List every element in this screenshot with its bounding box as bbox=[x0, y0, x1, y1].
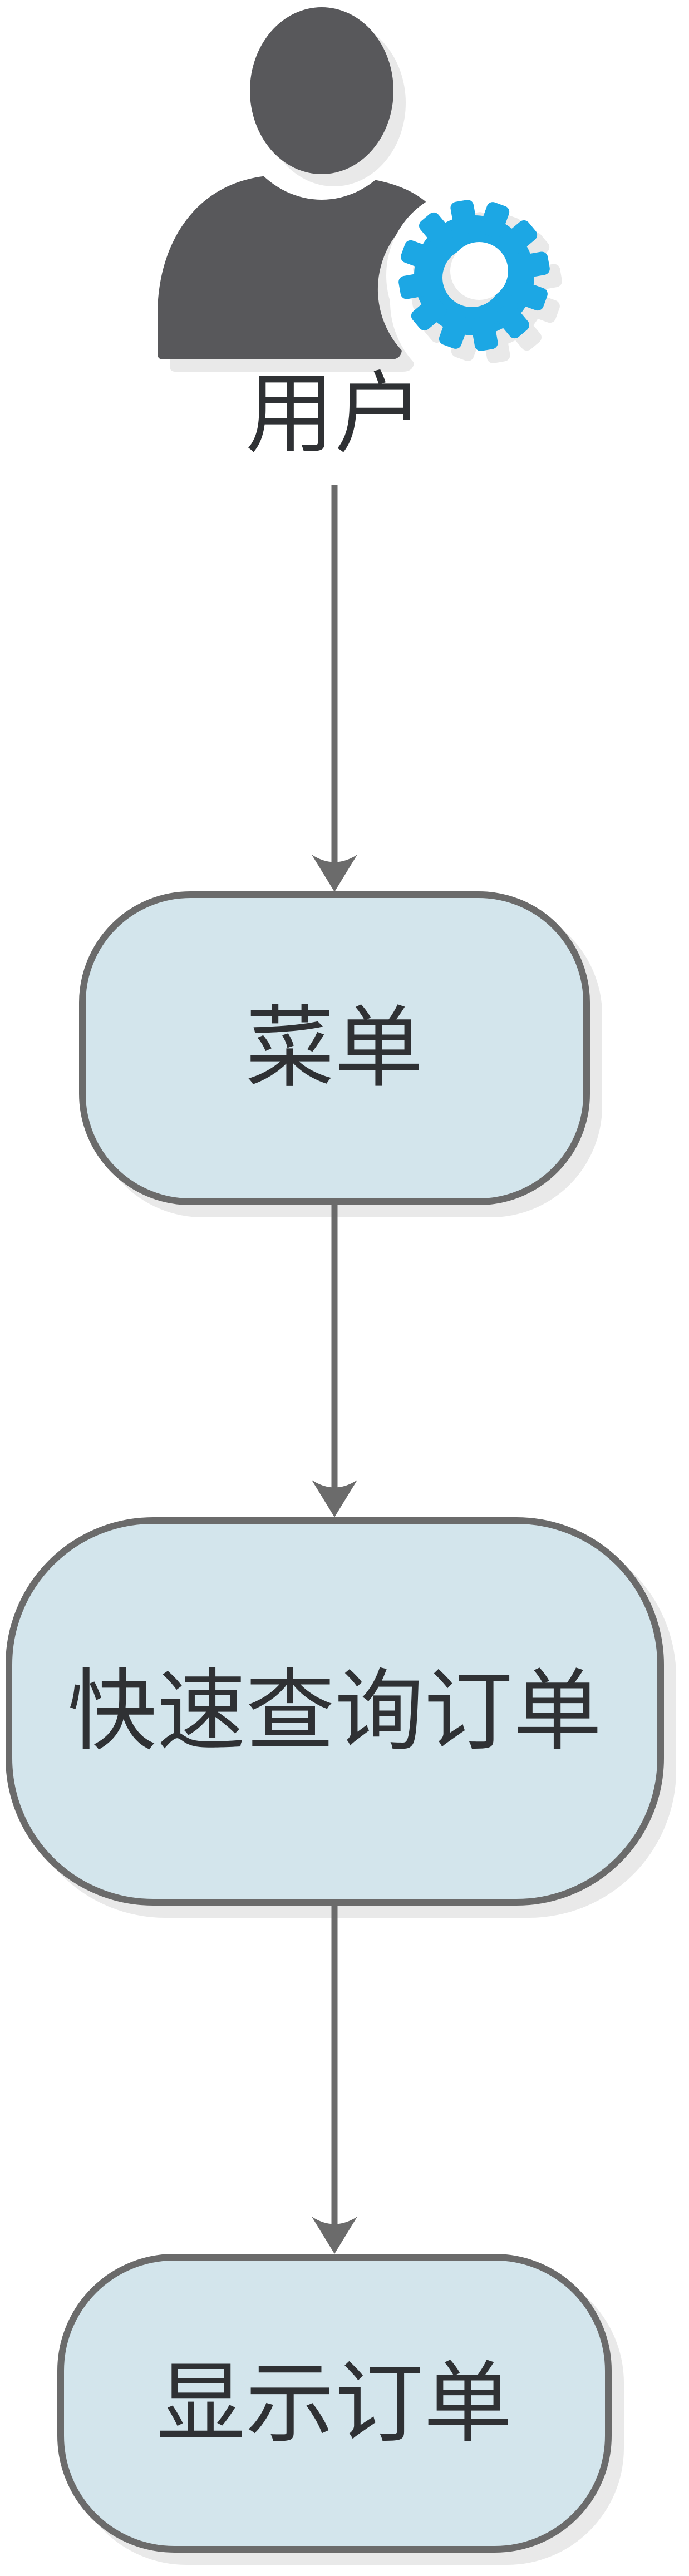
arrow-shaft bbox=[331, 1906, 338, 2234]
node-quick-query-order: 快速查询订单 bbox=[6, 1517, 664, 1906]
arrow-shaft bbox=[331, 485, 338, 872]
node-menu: 菜单 bbox=[79, 891, 590, 1205]
arrowhead-down-icon bbox=[312, 1480, 357, 1517]
node-display-order: 显示订单 bbox=[57, 2254, 612, 2553]
arrow-menu-to-quick-query bbox=[312, 1205, 357, 1517]
actor-label: 用户 bbox=[245, 362, 424, 466]
node-quick-query-order-label: 快速查询订单 bbox=[67, 1659, 602, 1763]
arrowhead-down-icon bbox=[312, 2217, 357, 2254]
arrow-shaft bbox=[331, 1205, 338, 1497]
node-display-order-label: 显示订单 bbox=[156, 2351, 513, 2455]
arrowhead-down-icon bbox=[312, 855, 357, 892]
arrow-user-to-menu bbox=[312, 485, 357, 892]
user-with-gear-icon bbox=[158, 0, 563, 372]
arrow-quick-query-to-display bbox=[312, 1906, 357, 2254]
gear-icon bbox=[397, 199, 551, 352]
node-menu-label: 菜单 bbox=[245, 996, 424, 1100]
person-head bbox=[250, 7, 393, 174]
